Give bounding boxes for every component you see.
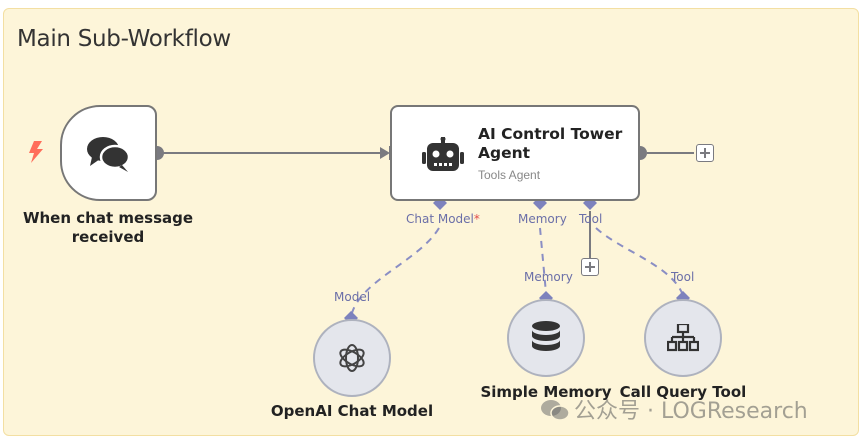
database-icon <box>532 321 560 351</box>
openai-chat-model-node[interactable] <box>313 319 391 397</box>
trigger-node[interactable] <box>60 105 157 201</box>
add-tool-button[interactable] <box>581 258 599 276</box>
agent-subtitle: Tools Agent <box>478 168 541 182</box>
openai-chat-model-label: OpenAI Chat Model <box>270 402 434 420</box>
call-query-tool-label: Call Query Tool <box>619 383 747 401</box>
watermark: 公众号 · LOGResearch <box>540 393 808 425</box>
chat-model-connector-label: Chat Model* <box>406 212 480 226</box>
memory-connection <box>539 227 547 294</box>
main-connection-arrow <box>380 147 390 159</box>
tool-connector-label: Tool <box>579 212 603 226</box>
trigger-node-label: When chat message received <box>22 209 194 246</box>
network-icon <box>667 324 699 352</box>
simple-memory-node[interactable] <box>507 299 585 377</box>
chat-bubbles-icon <box>87 137 131 172</box>
openai-icon <box>339 344 365 372</box>
sticky-note[interactable]: Main Sub-Workflow <box>3 8 859 436</box>
tool-input-label: Tool <box>671 270 695 284</box>
watermark-text: 公众号 · LOGResearch <box>574 399 808 424</box>
model-input-label: Model <box>334 290 371 304</box>
memory-connector-label: Memory <box>518 212 567 226</box>
tool-connection <box>595 227 683 294</box>
agent-title: AI Control Tower Agent <box>478 125 623 162</box>
add-next-node-button[interactable] <box>696 144 714 162</box>
ai-agent-node[interactable]: AI Control Tower Agent Tools Agent <box>390 105 640 201</box>
call-query-tool-node[interactable] <box>644 299 722 377</box>
sticky-title: Main Sub-Workflow <box>17 26 231 52</box>
robot-icon <box>422 137 464 171</box>
trigger-bolt-icon <box>29 141 43 163</box>
memory-input-label: Memory <box>524 270 573 284</box>
wechat-logo-icon <box>541 400 570 421</box>
simple-memory-label: Simple Memory <box>480 383 612 401</box>
